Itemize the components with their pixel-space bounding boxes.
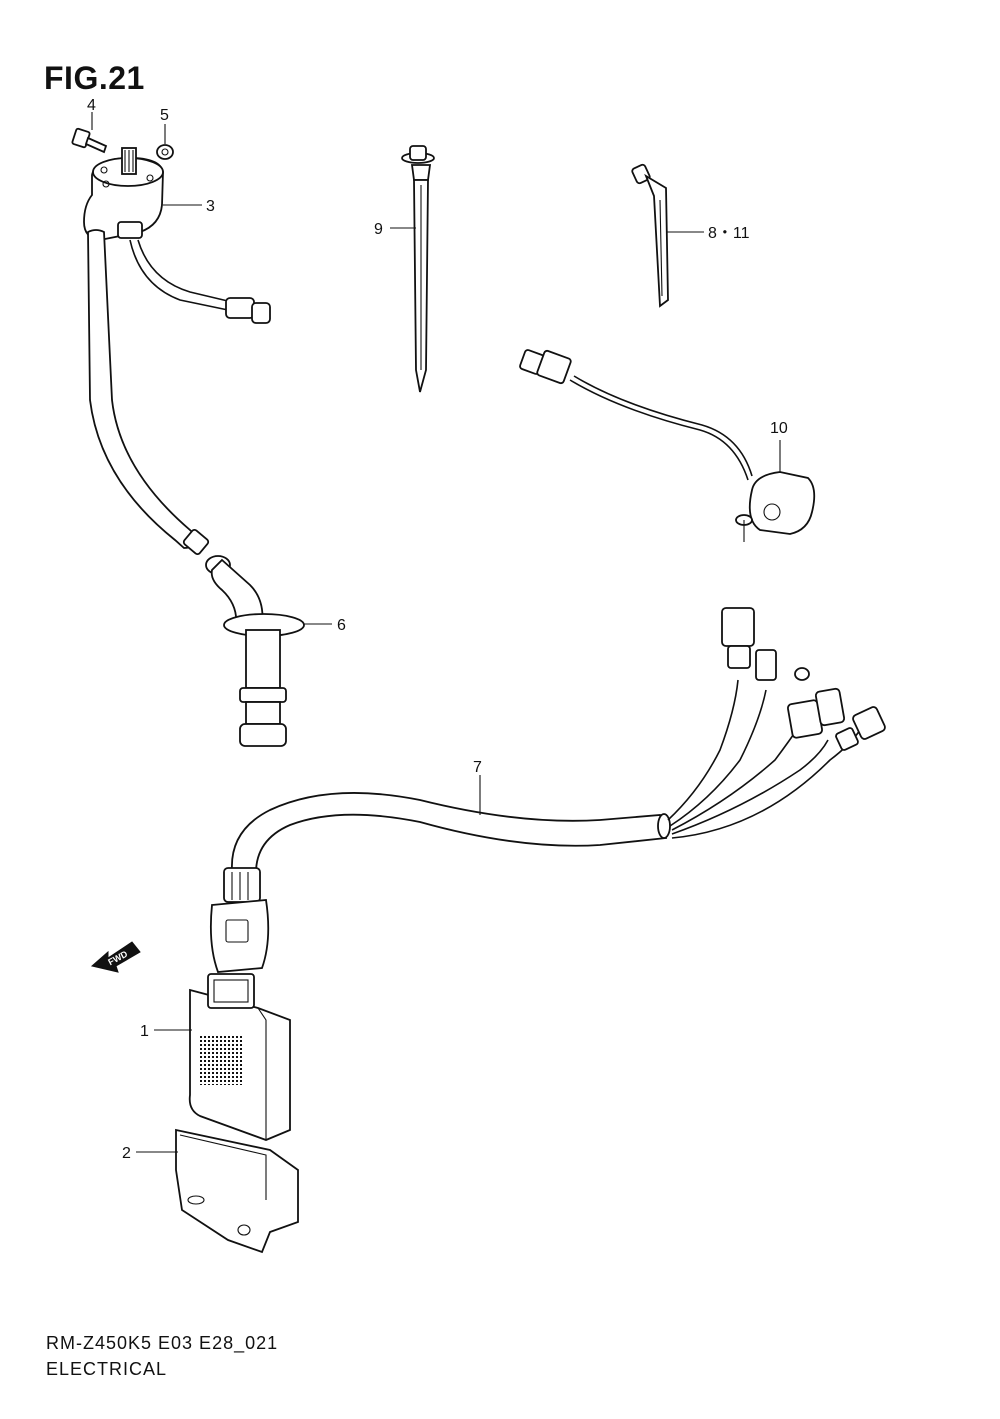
callout-2: 2 [122,1145,131,1162]
callout-5: 5 [160,107,169,124]
callout-8-11: 8・11 [708,225,750,242]
part-4-screw [71,112,108,154]
part-9-clamp-tie [390,145,435,393]
part-2-holder [136,1128,299,1254]
callout-7: 7 [473,759,482,776]
part-10-sensor [519,349,816,542]
callout-1: 1 [140,1023,149,1040]
figure-name: ELECTRICAL [46,1359,168,1379]
callout-9: 9 [374,221,383,238]
callout-6: 6 [337,617,346,634]
callout-4: 4 [87,97,96,114]
part-3-pickup-assembly [83,147,271,555]
part-1-ecu-unit [154,973,291,1141]
part-8-11-cable-tie [631,163,704,308]
ecu-vent-grid [200,1035,242,1085]
part-6-plug-cap [205,555,332,747]
callout-10: 10 [770,420,788,437]
fwd-arrow-icon: FWD [90,941,141,973]
figure-code: RM-Z450K5 E03 E28_021 [46,1333,279,1353]
callout-3: 3 [206,198,215,215]
figure-title: FIG.21 [44,60,145,96]
part-7-wiring-harness [209,607,886,973]
part-5-washer [156,124,174,160]
